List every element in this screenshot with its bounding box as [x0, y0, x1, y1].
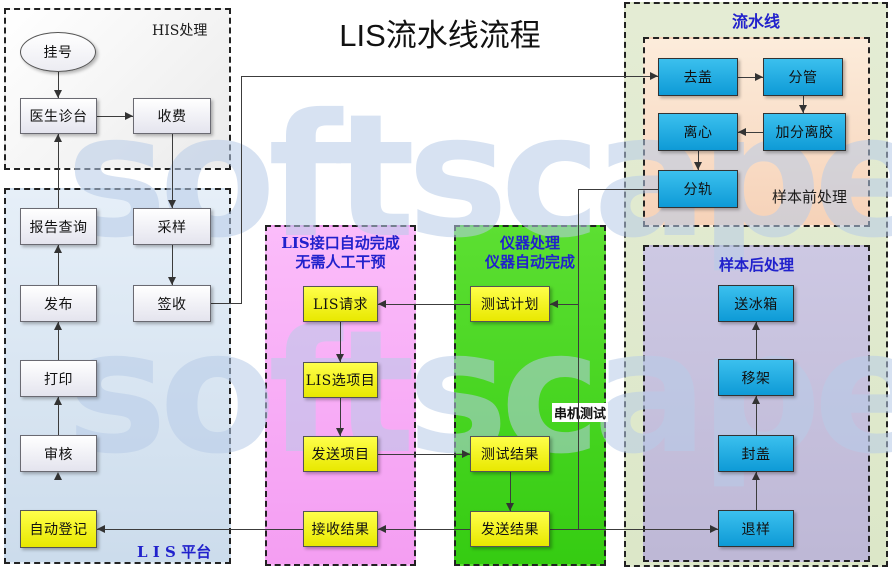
arrowhead	[125, 112, 133, 120]
node-send-items: 发送项目	[303, 436, 378, 472]
connector-report-doctor	[58, 134, 59, 208]
label-sample-post: 样本后处理	[718, 256, 794, 274]
node-move-rack: 移架	[718, 359, 794, 396]
arrowhead	[336, 354, 344, 362]
arrowhead	[54, 134, 62, 142]
arrowhead	[752, 396, 760, 404]
label-lis-platform: L I S 平台	[137, 543, 212, 561]
node-decap: 去盖	[658, 58, 738, 96]
arrowhead	[752, 472, 760, 480]
node-publish: 发布	[20, 285, 97, 322]
node-sampling: 采样	[133, 208, 211, 245]
connector-sampling-signin	[172, 245, 173, 285]
arrowhead	[755, 73, 763, 81]
connector-signin-decap-h2	[241, 76, 658, 77]
connector-receiveresults-autoregister	[97, 529, 303, 530]
connector-signin-decap-v	[241, 76, 242, 304]
arrowhead	[54, 245, 62, 253]
node-sort-track: 分轨	[658, 170, 738, 208]
node-test-plan: 测试计划	[470, 286, 550, 322]
node-recap: 封盖	[718, 435, 794, 472]
connector-register-doctor	[58, 72, 59, 98]
node-review: 审核	[20, 435, 97, 472]
arrowhead	[550, 300, 558, 308]
connector-testresults-sendresults	[510, 472, 511, 511]
label-lis-interface-line2: 无需人工干预	[295, 253, 386, 271]
node-doctor-station: 医生诊台	[20, 98, 97, 134]
arrowhead	[752, 322, 760, 330]
connector-doctor-charge	[97, 116, 133, 117]
connector-sorttrack-bus-h	[578, 189, 660, 190]
connector-decap-aliquot	[738, 77, 763, 78]
node-test-results: 测试结果	[470, 436, 550, 472]
node-aliquot: 分管	[763, 58, 843, 96]
node-charge: 收费	[133, 98, 211, 134]
arrowhead	[336, 428, 344, 436]
label-instrument-line1: 仪器处理	[499, 234, 560, 252]
node-sign-in: 签收	[133, 285, 211, 322]
connector-sendresults-return	[550, 529, 718, 530]
node-print: 打印	[20, 360, 97, 397]
node-lis-request: LIS请求	[303, 286, 378, 322]
connector-aliquot-gel	[803, 96, 804, 113]
node-return-sample: 退样	[718, 510, 794, 547]
arrowhead	[54, 397, 62, 405]
node-add-gel: 加分离胶	[763, 113, 846, 151]
connector-centrifuge-sorttrack	[698, 151, 699, 170]
label-instrument: 仪器处理 仪器自动完成	[454, 234, 606, 272]
arrowhead	[799, 105, 807, 113]
node-register: 挂号	[20, 32, 96, 72]
label-lis-interface-line1: LIS接口自动完成	[281, 234, 400, 252]
connector-charge-sampling	[172, 134, 173, 208]
node-centrifuge: 离心	[658, 113, 738, 151]
node-lis-select-items: LIS选项目	[303, 362, 378, 398]
arrowhead	[168, 200, 176, 208]
arrowhead	[650, 72, 658, 80]
arrowhead	[378, 300, 386, 308]
arrowhead	[54, 472, 62, 480]
connector-print-publish	[58, 322, 59, 360]
page-title: LIS流水线流程	[339, 18, 541, 53]
arrowhead	[378, 525, 386, 533]
connector-lisrequest-lisselect	[340, 322, 341, 362]
arrowhead	[694, 162, 702, 170]
arrowhead	[738, 128, 746, 136]
arrowhead	[462, 450, 470, 458]
connector-recap-moverack	[756, 396, 757, 435]
connector-lisselect-senditems	[340, 398, 341, 436]
arrowhead	[97, 525, 105, 533]
connector-return-recap	[756, 472, 757, 510]
label-his: HIS处理	[152, 23, 208, 39]
connector-gel-centrifuge	[738, 132, 763, 133]
node-send-results: 发送结果	[470, 511, 550, 547]
connector-review-print	[58, 397, 59, 435]
connector-publish-report	[58, 245, 59, 285]
arrowhead	[168, 277, 176, 285]
label-sample-pre: 样本前处理	[772, 188, 848, 206]
label-lis-interface: LIS接口自动完成 无需人工干预	[265, 234, 416, 272]
arrowhead	[54, 90, 62, 98]
connector-sendresults-receiveresults	[378, 529, 470, 530]
arrowhead	[506, 503, 514, 511]
connector-testplan-lisrequest	[378, 304, 470, 305]
arrowhead	[54, 322, 62, 330]
node-report-query: 报告查询	[20, 208, 97, 245]
connector-moverack-freezer	[756, 322, 757, 359]
node-receive-results: 接收结果	[303, 511, 378, 547]
arrowhead	[710, 525, 718, 533]
connector-serial-test-bus	[578, 189, 579, 529]
node-to-freezer: 送冰箱	[718, 285, 794, 322]
label-instrument-line2: 仪器自动完成	[484, 253, 575, 271]
connector-bus-testplan	[550, 304, 578, 305]
panel-instrument	[454, 225, 606, 566]
label-pipeline: 流水线	[731, 12, 780, 31]
node-auto-register: 自动登记	[20, 510, 97, 548]
connector-signin-decap-h1	[211, 303, 241, 304]
connector-senditems-testresults	[378, 454, 470, 455]
label-serial-test: 串机测试	[552, 403, 609, 422]
